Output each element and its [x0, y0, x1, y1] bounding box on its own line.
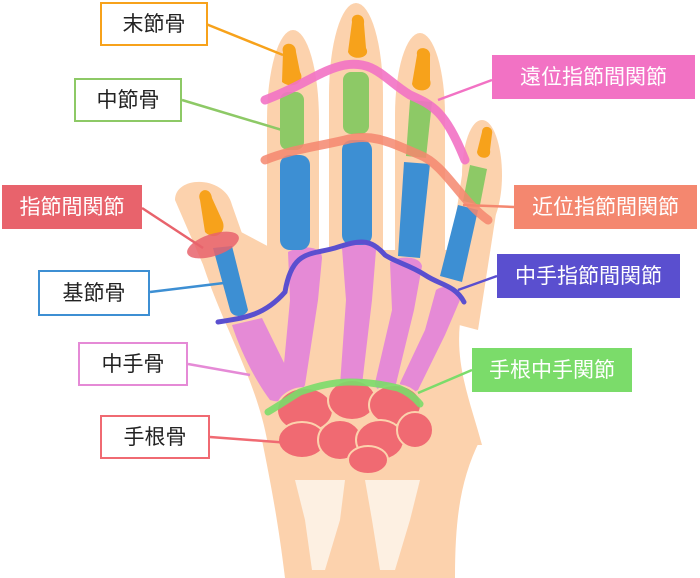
leader-proximal: [149, 281, 225, 294]
distal-phalanx-middle: [348, 14, 368, 58]
label-cmc-joint: 手根中手関節: [472, 348, 632, 392]
leader-carpal: [209, 435, 291, 445]
pip-joint-line: [260, 133, 493, 225]
proximal-phalanx-middle: [342, 140, 372, 245]
label-mcp-joint: 中手指節間関節: [497, 254, 680, 298]
leader-cmc: [417, 368, 473, 395]
label-ip-joint: 指節間関節: [2, 185, 142, 229]
label-carpal: 手根骨: [100, 415, 210, 459]
leader-dip: [437, 78, 493, 102]
proximal-phalanx-index: [280, 155, 310, 250]
distal-phalanx-index: [282, 43, 302, 86]
label-middle-phalanx: 中節骨: [74, 78, 182, 122]
leader-metacarpal: [187, 362, 251, 377]
proximal-phalanges: [213, 140, 478, 316]
distal-phalanx-little: [477, 126, 493, 158]
metacarpal-index: [282, 247, 322, 393]
cmc-joint-line: [264, 378, 424, 416]
leader-pip: [462, 203, 515, 209]
proximal-phalanx-ring: [398, 162, 430, 258]
label-pip-joint: 近位指節間関節: [514, 185, 697, 229]
dip-joint-line: [260, 59, 470, 165]
middle-phalanges: [280, 72, 487, 205]
leader-mcp: [457, 274, 498, 292]
forearm-bones: [295, 480, 420, 570]
label-proximal-phalanx: 基節骨: [38, 270, 150, 316]
label-dip-joint: 遠位指節間関節: [492, 55, 695, 99]
metacarpal-ring: [375, 257, 422, 392]
metacarpal-thumb: [232, 318, 294, 402]
mcp-joint-line: [215, 239, 467, 325]
proximal-phalanx-little: [440, 205, 478, 282]
leader-distal: [205, 22, 284, 57]
metacarpal-little: [399, 286, 461, 393]
metacarpal-middle: [340, 242, 376, 393]
distal-phalanges: [199, 14, 493, 237]
leader-middle: [181, 98, 283, 132]
middle-phalanx-ring: [406, 100, 432, 158]
proximal-phalanx-thumb: [213, 246, 248, 316]
label-metacarpal: 中手骨: [78, 342, 188, 386]
middle-phalanx-index: [280, 92, 304, 150]
leader-ip: [141, 206, 204, 250]
leader-lines: [141, 22, 515, 445]
middle-phalanx-middle: [343, 72, 369, 134]
ip-joint-thumb: [187, 231, 239, 259]
metacarpal-bones: [232, 242, 461, 402]
distal-phalanx-thumb: [199, 190, 224, 237]
middle-phalanx-little: [463, 165, 487, 205]
label-distal-phalanx: 末節骨: [100, 2, 208, 46]
distal-phalanx-ring: [412, 48, 431, 91]
